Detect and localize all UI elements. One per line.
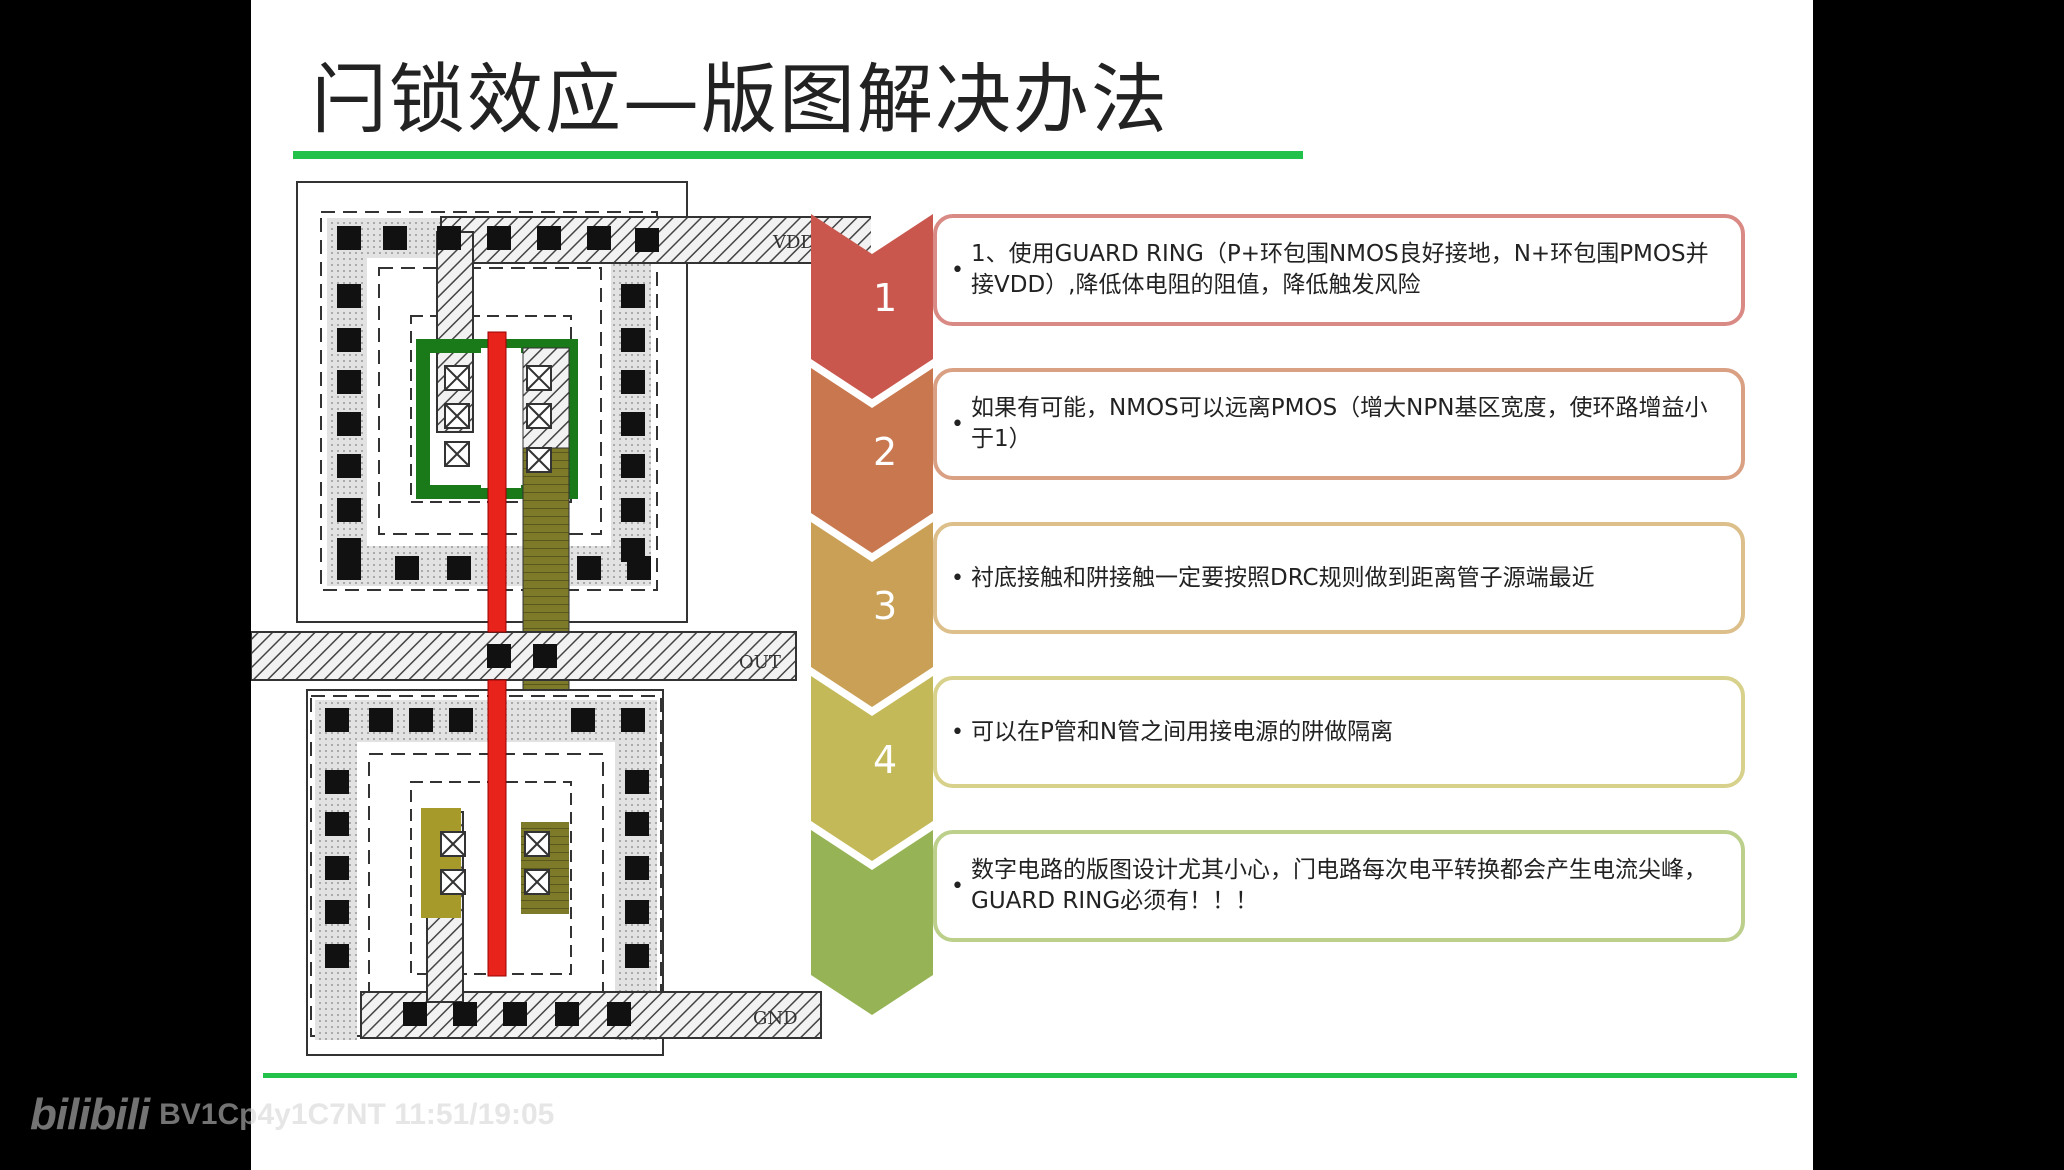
bottom-rule [263, 1073, 1797, 1078]
step-box: • 如果有可能，NMOS可以远离PMOS（增大NPN基区宽度，使环路增益小于1） [933, 368, 1745, 480]
pmos-ring-contacts [337, 226, 659, 580]
vdd-label: VDD [772, 232, 815, 253]
chevron-4 [811, 676, 933, 861]
step-text: 可以在P管和N管之间用接电源的阱做隔离 [971, 718, 1394, 745]
slide: 闩锁效应—版图解决办法 [251, 0, 1813, 1170]
step-box: • 1、使用GUARD RING（P+环包围NMOS良好接地，N+环包围PMOS… [933, 214, 1745, 326]
step-box: • 可以在P管和N管之间用接电源的阱做隔离 [933, 676, 1745, 788]
bullet: • [951, 565, 964, 591]
step-text: 数字电路的版图设计尤其小心，门电路每次电平转换都会产生电流尖峰，GUARD RI… [971, 857, 1707, 914]
guard-ring-left [327, 218, 367, 586]
layout-svg: VDD [251, 181, 882, 1056]
step-box: • 衬底接触和阱接触一定要按照DRC规则做到距离管子源端最近 [933, 522, 1745, 634]
gnd-label: GND [753, 1008, 798, 1029]
step-1: 1 • 1、使用GUARD RING（P+环包围NMOS良好接地，N+环包围PM… [811, 214, 1811, 399]
step-text: 如果有可能，NMOS可以远离PMOS（增大NPN基区宽度，使环路增益小于1） [971, 395, 1708, 452]
video-id-timestamp: BV1Cp4y1C7NT 11:51/19:05 [159, 1098, 555, 1131]
cmos-layout-diagram: VDD [251, 172, 882, 1066]
chevron-5 [811, 830, 933, 1015]
step-box: • 数字电路的版图设计尤其小心，门电路每次电平转换都会产生电流尖峰，GUARD … [933, 830, 1745, 942]
nmos-contacts [440, 831, 550, 895]
step-number: 3 [873, 584, 898, 628]
bullet: • [951, 411, 964, 437]
poly-gate-top [487, 331, 507, 633]
step-5: • 数字电路的版图设计尤其小心，门电路每次电平转换都会产生电流尖峰，GUARD … [811, 830, 1811, 1015]
bullet: • [951, 719, 964, 745]
step-number: 2 [873, 430, 898, 474]
poly-gate-bottom [487, 679, 507, 977]
step-text: 衬底接触和阱接触一定要按照DRC规则做到距离管子源端最近 [971, 564, 1595, 591]
step-text: 1、使用GUARD RING（P+环包围NMOS良好接地，N+环包围PMOS并接… [971, 241, 1709, 298]
title-underline [293, 151, 1303, 159]
pmos-contacts [444, 365, 552, 473]
video-watermark: bilibili BV1Cp4y1C7NT 11:51/19:05 [30, 1090, 554, 1140]
nmos-ring-contacts [325, 708, 649, 1026]
chevron-2 [811, 368, 933, 553]
nmos-guard-ring-top [315, 700, 657, 742]
step-3: 3 • 衬底接触和阱接触一定要按照DRC规则做到距离管子源端最近 [811, 522, 1811, 707]
bilibili-logo: bilibili [30, 1090, 150, 1139]
chevron-1 [811, 214, 933, 399]
step-number: 4 [873, 738, 898, 782]
chevron-3 [811, 522, 933, 707]
step-number: 1 [873, 276, 898, 320]
out-rail [251, 631, 797, 681]
step-4: 4 • 可以在P管和N管之间用接电源的阱做隔离 [811, 676, 1811, 861]
pmos-active-region [416, 339, 578, 499]
guard-ring-right [611, 218, 651, 586]
bullet: • [951, 873, 964, 899]
step-2: 2 • 如果有可能，NMOS可以远离PMOS（增大NPN基区宽度，使环路增益小于… [811, 368, 1811, 553]
bullet: • [951, 257, 964, 283]
out-label: OUT [739, 652, 781, 673]
slide-title: 闩锁效应—版图解决办法 [311, 55, 1169, 144]
